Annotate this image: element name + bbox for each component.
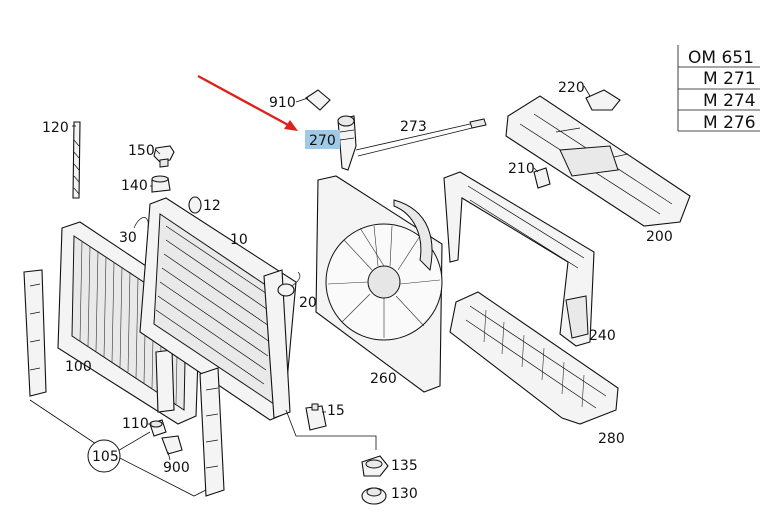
label-10[interactable]: 10 [230,232,248,248]
engine-row-2: M 271 [703,69,756,89]
label-260[interactable]: 260 [370,371,397,387]
part-100-condenser[interactable] [57,221,201,425]
label-110[interactable]: 110 [122,416,149,432]
label-200[interactable]: 200 [646,229,673,245]
condenser-side-bracket[interactable] [23,269,47,397]
engine-variant-table: OM 651 M 271 M 274 M 276 [677,45,760,133]
label-220[interactable]: 220 [558,80,585,96]
part-270-sensor[interactable] [337,115,357,171]
label-150[interactable]: 150 [128,143,155,159]
leader-lines [148,85,591,461]
part-260-fan-shroud[interactable] [315,175,443,393]
part-200-top-panel[interactable] [505,95,691,227]
part-105-reference [29,399,211,497]
label-100[interactable]: 100 [65,359,92,375]
part-130-cap[interactable] [361,487,387,505]
engine-row-4: M 276 [703,113,756,133]
label-273[interactable]: 273 [400,119,427,135]
part-20-hose-clamp[interactable] [277,271,301,297]
part-labels: 120 150 140 12 30 10 910 270 273 20 220 … [42,80,673,502]
label-900[interactable]: 900 [163,460,190,476]
label-270[interactable]: 270 [309,133,336,149]
label-15[interactable]: 15 [327,403,345,419]
label-105[interactable]: 105 [92,449,119,465]
part-140-cap[interactable] [151,175,171,193]
part-240-carrier-frame[interactable] [443,171,595,347]
part-120-rod[interactable] [72,121,81,199]
part-10-radiator[interactable] [139,197,297,421]
part-910-bracket[interactable] [305,89,331,111]
part-220-cover[interactable] [585,89,621,111]
label-910[interactable]: 910 [269,95,296,111]
label-135[interactable]: 135 [391,458,418,474]
part-12-oring[interactable] [188,196,202,214]
part-15-sensor[interactable] [305,403,327,431]
engine-row-3: M 274 [703,91,756,111]
engine-row-1: OM 651 [688,48,754,68]
label-30[interactable]: 30 [119,230,137,246]
part-273-cable[interactable] [355,118,487,157]
part-900-clip[interactable] [161,435,183,455]
label-140[interactable]: 140 [121,178,148,194]
red-pointer-arrow [197,74,298,131]
label-210[interactable]: 210 [508,161,535,177]
radiator-side-bracket[interactable] [199,367,225,497]
label-130[interactable]: 130 [391,486,418,502]
part-280-air-duct[interactable] [449,291,619,425]
label-280[interactable]: 280 [598,431,625,447]
label-270-highlight[interactable]: 270 [305,130,340,149]
label-20[interactable]: 20 [299,295,317,311]
part-30-clip[interactable] [133,217,149,229]
label-240[interactable]: 240 [589,328,616,344]
part-135-cap[interactable] [361,455,389,477]
label-120[interactable]: 120 [42,120,69,136]
part-210-clip[interactable] [533,167,551,189]
part-150-plug[interactable] [153,145,175,168]
label-12[interactable]: 12 [203,198,221,214]
part-110-sensor[interactable] [149,419,167,437]
